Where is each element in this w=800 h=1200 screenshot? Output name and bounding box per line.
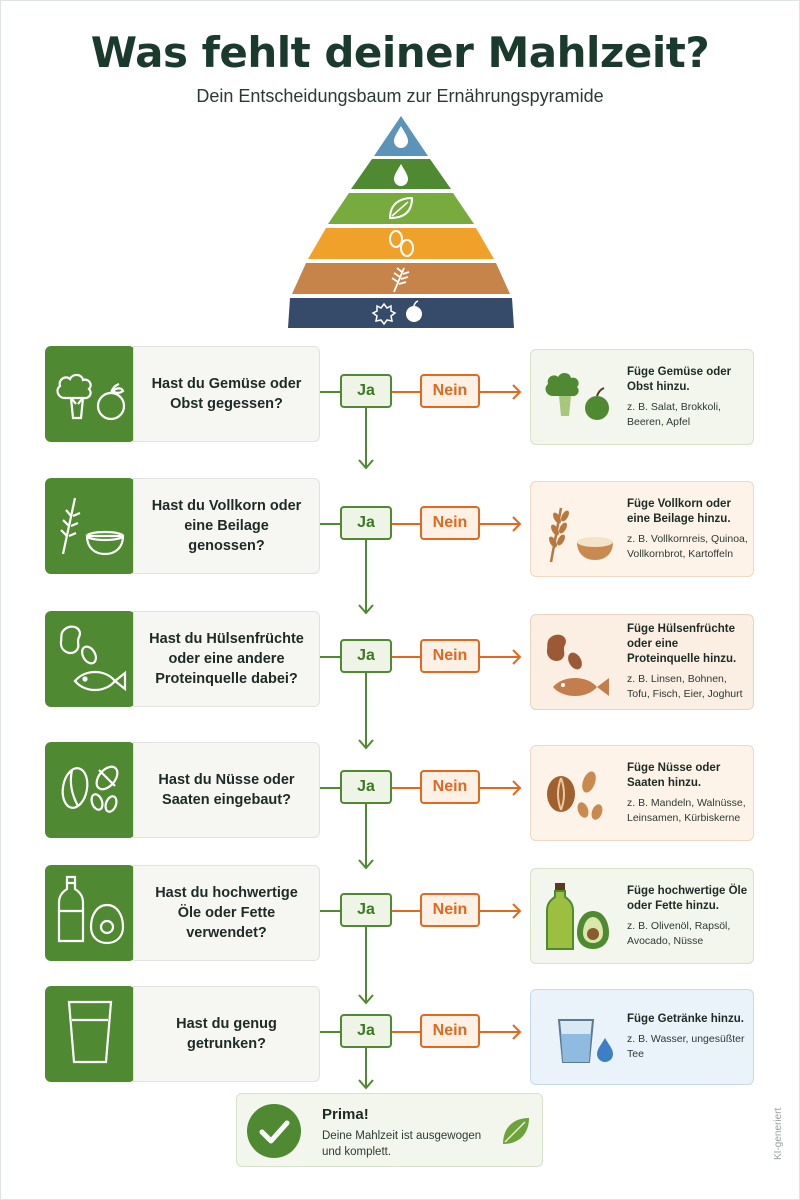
- wheat-bowl-icon: [45, 478, 135, 574]
- bean-fish-action-icon: [546, 634, 609, 696]
- no-connector-line: [392, 787, 420, 789]
- broccoli-apple-action-icon: [545, 372, 609, 420]
- action-box-drinks: Füge Getränke hinzu. z. B. Wasser, unges…: [530, 989, 754, 1085]
- question-text: Hast du Vollkorn oder eine Beilage genos…: [133, 478, 320, 574]
- result-text: Deine Mahlzeit ist ausgewogen und komple…: [322, 1130, 482, 1158]
- action-examples: z. B. Salat, Brokkoli, Beeren, Apfel: [627, 400, 721, 428]
- no-connector-line: [392, 656, 420, 658]
- bean-fish-icon: [45, 611, 135, 707]
- flow-arrow-6: [358, 1045, 374, 1090]
- connector-line: [320, 910, 340, 912]
- water-drop-icon: [394, 126, 408, 148]
- yes-label: Ja: [340, 506, 392, 540]
- yes-label: Ja: [340, 770, 392, 804]
- glass-icon: [45, 986, 135, 1082]
- flow-arrow-3: [358, 672, 374, 750]
- no-label: Nein: [420, 893, 480, 927]
- question-row-vegetables: Hast du Gemüse oder Obst gegessen? Ja Ne…: [0, 346, 800, 446]
- action-box-grains: Füge Vollkorn oder eine Beilage hinzu. z…: [530, 481, 754, 577]
- wheat-icon: [391, 267, 410, 293]
- broccoli-apple-icon: [45, 346, 135, 442]
- nuts-seeds-action-icon: [547, 771, 603, 820]
- action-box-vegetables: Füge Gemüse oder Obst hinzu. z. B. Salat…: [530, 349, 754, 445]
- beans-icon: [389, 230, 414, 257]
- result-title: Prima!: [322, 1106, 369, 1123]
- leaf-icon: [503, 1118, 529, 1144]
- action-title: Füge Gemüse oder Obst hinzu.: [627, 365, 732, 393]
- no-label: Nein: [420, 770, 480, 804]
- question-row-nuts: Hast du Nüsse oder Saaten eingebaut? Ja …: [0, 742, 800, 842]
- oil-avocado-action-icon: [546, 883, 609, 950]
- action-title: Füge Hülsenfrüchte oder eine Proteinquel…: [627, 623, 737, 665]
- question-text: Hast du Nüsse oder Saaten eingebaut?: [133, 742, 320, 838]
- action-title: Füge Getränke hinzu.: [627, 1013, 744, 1025]
- no-label: Nein: [420, 506, 480, 540]
- question-row-drinks: Hast du genug getrunken? Ja Nein Füge Ge…: [0, 986, 800, 1086]
- flow-arrow-2: [358, 540, 374, 615]
- action-box-nuts: Füge Nüsse oder Saaten hinzu. z. B. Mand…: [530, 745, 754, 841]
- checkmark-icon: [247, 1104, 301, 1158]
- oil-avocado-icon: [45, 865, 135, 961]
- connector-line: [320, 391, 340, 393]
- action-title: Füge Nüsse oder Saaten hinzu.: [627, 761, 721, 789]
- question-row-protein: Hast du Hülsenfrüchte oder eine andere P…: [0, 611, 800, 711]
- action-examples: z. B. Olivenöl, Rapsöl, Avocado, Nüsse: [627, 919, 731, 947]
- nut-apple-icon: [371, 300, 422, 326]
- yes-label: Ja: [340, 639, 392, 673]
- no-arrow-icon: [480, 384, 522, 400]
- pyramid-tier-nuts: [288, 298, 514, 328]
- nuts-seeds-icon: [45, 742, 135, 838]
- no-connector-line: [392, 1031, 420, 1033]
- watermark: KI-generiert: [773, 1107, 784, 1160]
- leaf-icon: [388, 196, 414, 220]
- question-text: Hast du Gemüse oder Obst gegessen?: [133, 346, 320, 442]
- no-label: Nein: [420, 374, 480, 408]
- oil-drop-icon: [394, 164, 408, 186]
- connector-line: [320, 656, 340, 658]
- action-title: Füge Vollkorn oder eine Beilage hinzu.: [627, 497, 731, 525]
- page-title: Was fehlt deiner Mahlzeit?: [90, 28, 710, 77]
- action-title: Füge hochwertige Öle oder Fette hinzu.: [627, 884, 748, 912]
- no-arrow-icon: [480, 903, 522, 919]
- yes-label: Ja: [340, 893, 392, 927]
- yes-label: Ja: [340, 374, 392, 408]
- no-arrow-icon: [480, 780, 522, 796]
- connector-line: [320, 523, 340, 525]
- page-subtitle: Dein Entscheidungsbaum zur Ernährungspyr…: [196, 86, 604, 106]
- glass-drop-action-icon: [557, 1019, 613, 1063]
- question-text: Hast du genug getrunken?: [133, 986, 320, 1082]
- connector-line: [320, 1031, 340, 1033]
- no-label: Nein: [420, 639, 480, 673]
- question-text: Hast du Hülsenfrüchte oder eine andere P…: [133, 611, 320, 707]
- action-box-protein: Füge Hülsenfrüchte oder eine Proteinquel…: [530, 614, 754, 710]
- action-examples: z. B. Linsen, Bohnen, Tofu, Fisch, Eier,…: [627, 673, 743, 700]
- question-text: Hast du hochwertige Öle oder Fette verwe…: [133, 865, 320, 961]
- no-arrow-icon: [480, 1024, 522, 1040]
- action-examples: z. B. Mandeln, Walnüsse, Leinsamen, Kürb…: [627, 796, 746, 824]
- food-pyramid: [288, 116, 514, 328]
- wheat-bowl-action-icon: [549, 507, 613, 563]
- flow-arrow-5: [358, 927, 374, 1005]
- no-arrow-icon: [480, 516, 522, 532]
- question-row-oils: Hast du hochwertige Öle oder Fette verwe…: [0, 865, 800, 965]
- result-box: Prima! Deine Mahlzeit ist ausgewogen und…: [236, 1093, 543, 1167]
- yes-label: Ja: [340, 1014, 392, 1048]
- action-examples: z. B. Vollkornreis, Quinoa, Vollkornbrot…: [627, 532, 748, 560]
- no-label: Nein: [420, 1014, 480, 1048]
- flow-arrow-1: [358, 407, 374, 470]
- no-connector-line: [392, 523, 420, 525]
- action-box-oils: Füge hochwertige Öle oder Fette hinzu. z…: [530, 868, 754, 964]
- question-row-grains: Hast du Vollkorn oder eine Beilage genos…: [0, 478, 800, 578]
- action-examples: z. B. Wasser, ungesüßter Tee: [627, 1033, 745, 1060]
- no-arrow-icon: [480, 649, 522, 665]
- no-connector-line: [392, 910, 420, 912]
- no-connector-line: [392, 391, 420, 393]
- connector-line: [320, 787, 340, 789]
- flow-arrow-4: [358, 804, 374, 870]
